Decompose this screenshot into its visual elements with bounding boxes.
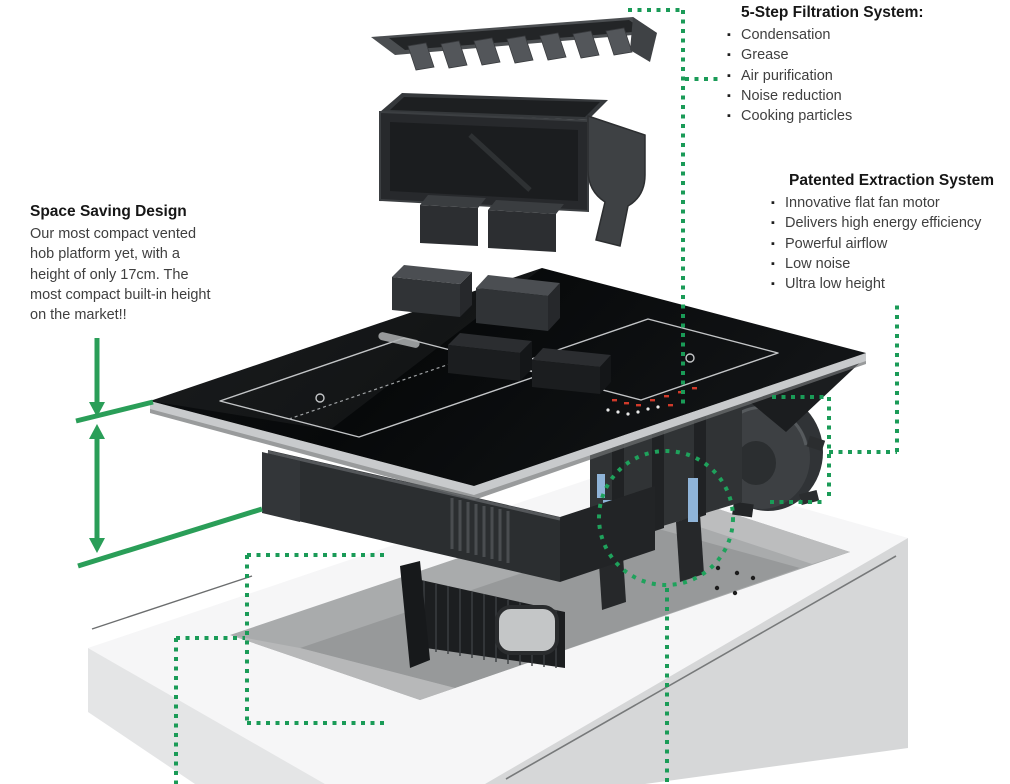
list-item: Air purification [727,66,957,87]
callout-lines [174,8,899,784]
filter-cartridges [392,265,611,394]
callout-filtration: 5-Step Filtration System: Condensation G… [727,3,957,127]
extraction-title: Patented Extraction System [789,172,995,189]
callout-space-saving: Space Saving Design Our most compact ven… [30,202,214,325]
list-item: Noise reduction [727,86,957,107]
list-item: Low noise [771,254,1007,275]
callout-extraction: Patented Extraction System Innovative fl… [771,171,1007,295]
brand-logo [378,332,420,348]
list-item: Ultra low height [771,274,1007,295]
list-item: Cooking particles [727,106,957,127]
list-item: Powerful airflow [771,234,1007,255]
list-item: Innovative flat fan motor [771,193,1007,214]
list-item: Delivers high energy efficiency [771,213,1007,234]
control-panel [606,387,697,416]
filtration-title: 5-Step Filtration System: [741,4,924,21]
extraction-list: Innovative flat fan motor Delivers high … [771,193,1007,295]
list-item: Grease [727,45,957,66]
housing-vents [450,498,510,563]
filter-box [379,93,646,252]
air-outlet-grille [371,17,657,71]
height-measurement-arrows [75,338,263,569]
filtration-list: Condensation Grease Air purification Noi… [727,25,957,127]
space-saving-body: Our most compact vented hob platform yet… [30,226,211,324]
space-saving-title: Space Saving Design [30,203,187,220]
under-hob-housing [262,450,655,582]
highlight-circle [597,449,735,587]
list-item: Condensation [727,25,957,46]
flexible-duct [400,561,565,668]
screw-holes [714,565,756,596]
